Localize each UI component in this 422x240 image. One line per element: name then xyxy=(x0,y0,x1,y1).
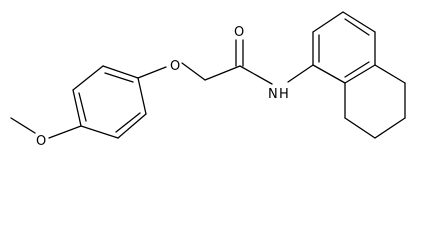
tetralin-aromatic-ring xyxy=(312,11,376,84)
bond xyxy=(374,64,406,84)
bond xyxy=(344,64,376,84)
bond-ether-o-to-ch2 xyxy=(181,62,206,81)
bond xyxy=(72,65,104,91)
bond-ring-to-ether-o xyxy=(137,66,167,79)
bond xyxy=(374,117,406,139)
structure-canvas: O O O N H xyxy=(10,11,406,149)
bond-methoxy-o-to-methyl xyxy=(10,117,36,134)
bond xyxy=(312,11,344,33)
bond xyxy=(80,125,119,139)
bond xyxy=(137,77,147,115)
aromatic-bond xyxy=(344,18,370,36)
bond-ring-to-methoxy-o xyxy=(48,125,82,139)
bond xyxy=(342,11,376,33)
methoxyphenyl-ring xyxy=(72,65,147,139)
amide-nitrogen-label: N xyxy=(268,87,278,102)
bond-n-to-ring xyxy=(287,64,314,83)
amide-hydrogen-label: H xyxy=(279,87,289,102)
molecule-diagram: O O O N H xyxy=(10,11,406,149)
bond xyxy=(344,117,376,139)
bond xyxy=(102,65,139,79)
bond xyxy=(72,89,82,127)
methoxy-oxygen-label: O xyxy=(36,134,46,149)
bond xyxy=(117,113,147,139)
aromatic-bond xyxy=(78,92,87,122)
aromatic-bond xyxy=(115,112,141,133)
bond-ch2-to-carbonyl xyxy=(204,65,241,81)
aromatic-bond xyxy=(104,72,134,83)
bond-carbonyl-to-n xyxy=(239,65,273,85)
ether-oxygen-label: O xyxy=(170,59,180,74)
carbonyl-oxygen-label: O xyxy=(234,25,244,40)
tetralin-saturated-ring xyxy=(344,64,406,139)
aromatic-bond xyxy=(344,61,370,78)
bond xyxy=(312,64,346,84)
